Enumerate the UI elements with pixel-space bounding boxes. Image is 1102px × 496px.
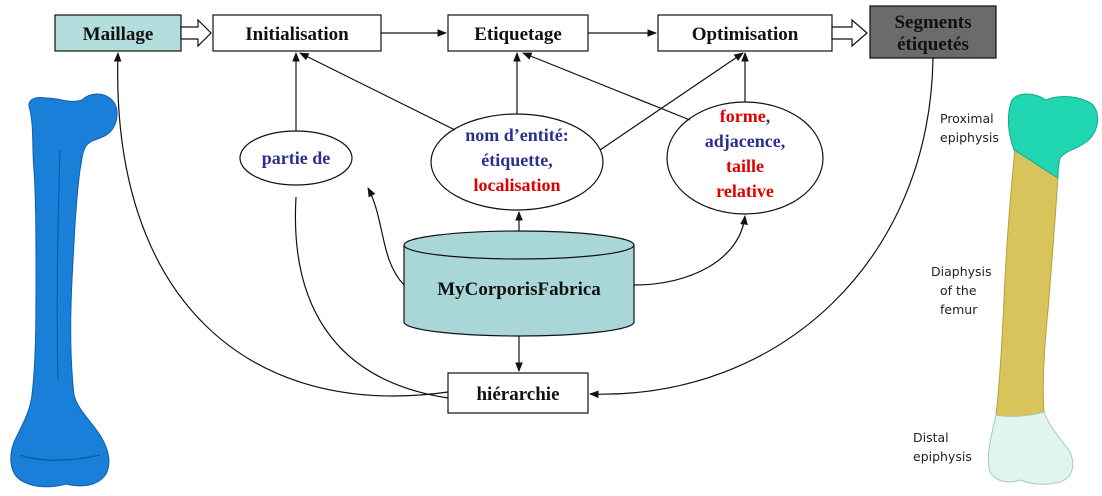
femur-annotations: Proximal epiphysis Diaphysis of the femu… bbox=[913, 111, 999, 464]
optimisation-label: Optimisation bbox=[692, 24, 799, 45]
block-arrow-optim-segments bbox=[831, 18, 868, 48]
segments-label-line1: Segments bbox=[894, 12, 971, 33]
entity-label-line2: étiquette, bbox=[481, 150, 552, 170]
relative-label: relative bbox=[716, 181, 774, 201]
adjacence-label: adjacence, bbox=[705, 131, 785, 151]
arrow-db-partie bbox=[367, 187, 405, 286]
forme-word: forme bbox=[720, 106, 766, 126]
initialisation-label: Initialisation bbox=[245, 24, 349, 45]
maillage-label: Maillage bbox=[83, 24, 154, 45]
arrow-hierarchie-init bbox=[294, 196, 449, 399]
segments-box bbox=[869, 5, 997, 59]
proximal-epiphysis-segment bbox=[1007, 93, 1099, 179]
hierarchie-label: hiérarchie bbox=[476, 384, 559, 405]
etiquetage-label: Etiquetage bbox=[474, 24, 562, 45]
left-femur-image bbox=[10, 93, 118, 488]
arrow-db-shape bbox=[633, 215, 748, 286]
distal-label-line1: Distal bbox=[913, 430, 949, 445]
maillage-box bbox=[54, 14, 182, 52]
hierarchie-box bbox=[447, 372, 589, 414]
diaphysis-segment bbox=[995, 147, 1059, 417]
shape-label-line1: forme, bbox=[720, 106, 770, 126]
diaphysis-label-line1: Diaphysis bbox=[931, 264, 992, 279]
database-label: MyCorporisFabrica bbox=[437, 279, 601, 300]
forme-comma: , bbox=[766, 106, 771, 126]
distal-label-line2: epiphysis bbox=[913, 449, 972, 464]
left-femur-ridge bbox=[19, 149, 101, 461]
entity-label-line3: localisation bbox=[473, 175, 560, 195]
right-femur-image bbox=[987, 93, 1099, 485]
partie-de-label: partie de bbox=[262, 148, 330, 168]
arrow-hierarchie-maillage bbox=[113, 52, 449, 397]
arrow-entity-optim bbox=[599, 52, 744, 151]
arrow-shape-etiq bbox=[522, 52, 691, 121]
entity-label-line1: nom d’entité: bbox=[465, 125, 568, 145]
diaphysis-label-line3: femur bbox=[940, 302, 978, 317]
database-top bbox=[403, 230, 635, 260]
database-body bbox=[403, 245, 635, 337]
proximal-label-line1: Proximal bbox=[940, 111, 994, 126]
arrow-entity-init bbox=[299, 52, 456, 131]
initialisation-box bbox=[212, 14, 382, 52]
block-arrow-maillage-init bbox=[180, 18, 212, 48]
proximal-label-line2: epiphysis bbox=[940, 130, 999, 145]
left-femur-shape bbox=[10, 93, 118, 488]
database-cylinder: MyCorporisFabrica bbox=[403, 230, 635, 337]
diaphysis-label-line2: of the bbox=[940, 283, 977, 298]
optimisation-box bbox=[657, 14, 833, 52]
segments-label-line2: étiquetés bbox=[897, 34, 969, 55]
arrow-segments-hierarchie bbox=[589, 57, 934, 399]
taille-label: taille bbox=[726, 156, 764, 176]
distal-epiphysis-segment bbox=[987, 411, 1074, 485]
